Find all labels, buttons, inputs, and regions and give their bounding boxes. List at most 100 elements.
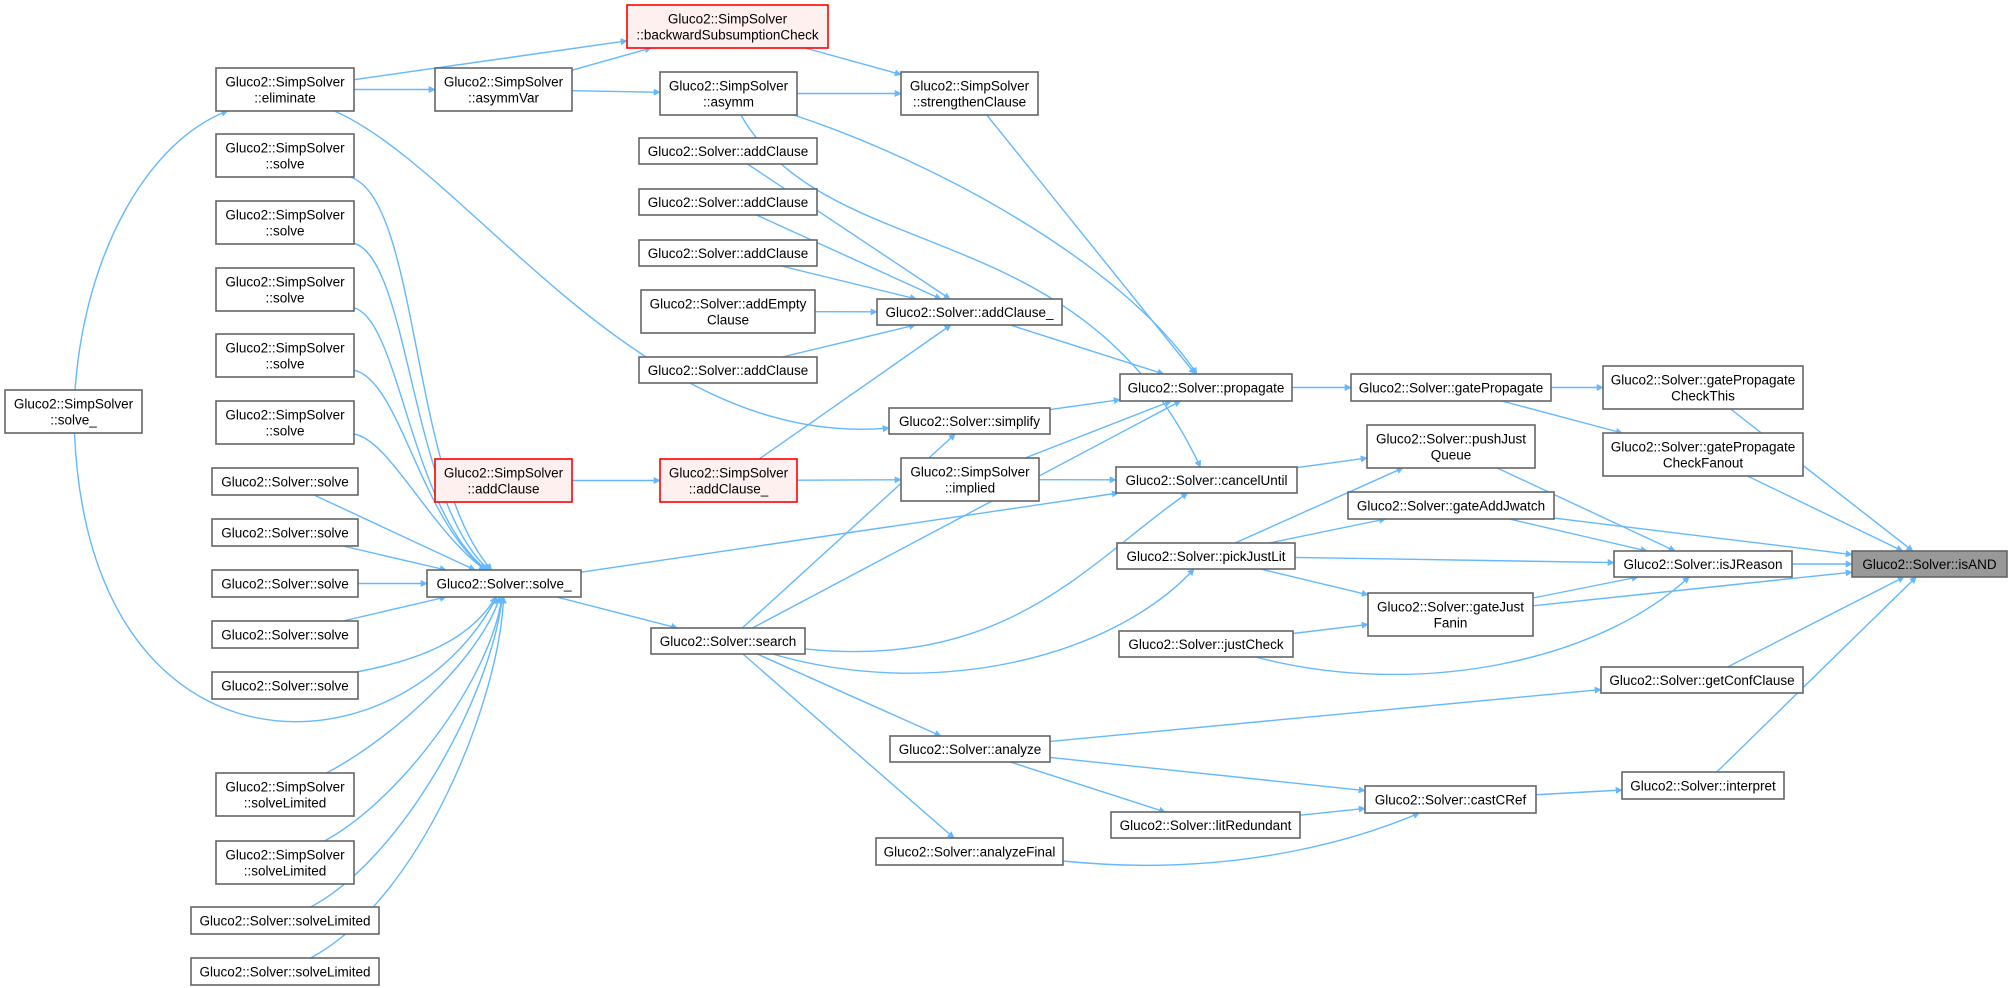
- node-sss1[interactable]: Gluco2::SimpSolver::solve: [215, 133, 355, 178]
- edge-sss2-to-solve_: [353, 242, 490, 571]
- node-search[interactable]: Gluco2::Solver::search: [650, 627, 806, 655]
- node-justCheck[interactable]: Gluco2::Solver::justCheck: [1118, 630, 1294, 658]
- node-ac3[interactable]: Gluco2::Solver::addClause: [638, 239, 818, 267]
- node-pickJustLit[interactable]: Gluco2::Solver::pickJustLit: [1116, 542, 1296, 570]
- node-box: [215, 67, 355, 112]
- node-label: ::backwardSubsumptionCheck: [636, 28, 819, 43]
- edge-asymmVar-to-asymm: [571, 88, 661, 96]
- edge-ac2-to-addClause_: [756, 214, 942, 300]
- node-label: Gluco2::Solver::search: [660, 634, 797, 649]
- node-label: ::solve: [265, 424, 304, 439]
- node-ssl1[interactable]: Gluco2::Solver::solveLimited: [190, 906, 380, 935]
- node-ss2[interactable]: Gluco2::Solver::solve: [211, 518, 359, 547]
- node-isJReason[interactable]: Gluco2::Solver::isJReason: [1613, 550, 1793, 578]
- node-bsc[interactable]: Gluco2::SimpSolver::backwardSubsumptionC…: [626, 4, 829, 49]
- node-ssAddClause_[interactable]: Gluco2::SimpSolver::addClause_: [659, 458, 798, 503]
- node-label: Gluco2::Solver::addClause: [648, 195, 809, 210]
- edge-gateJustFanin-to-isJReason: [1532, 574, 1639, 599]
- node-sssolve_[interactable]: Gluco2::SimpSolver::solve_: [4, 389, 143, 434]
- node-isAND[interactable]: Gluco2::Solver::isAND: [1851, 550, 2008, 578]
- node-simplify[interactable]: Gluco2::Solver::simplify: [888, 407, 1051, 435]
- edge-pickJustLit-to-isJReason: [1294, 556, 1615, 566]
- node-castCRef[interactable]: Gluco2::Solver::castCRef: [1364, 785, 1537, 814]
- node-label: Gluco2::SimpSolver: [225, 780, 345, 795]
- node-sssl2[interactable]: Gluco2::SimpSolver::solveLimited: [215, 840, 355, 885]
- edge-implied-to-propagate: [1024, 400, 1173, 459]
- node-box: [211, 671, 359, 700]
- node-ss3[interactable]: Gluco2::Solver::solve: [211, 569, 359, 598]
- node-label: ::solve: [265, 291, 304, 306]
- node-label: ::implied: [945, 481, 995, 496]
- node-box: [211, 620, 359, 649]
- node-label: ::solve: [265, 357, 304, 372]
- node-label: Gluco2::Solver::addClause: [648, 246, 809, 261]
- edge-sssl1-to-solve_: [326, 596, 502, 774]
- node-ac4[interactable]: Gluco2::Solver::addClause: [638, 356, 818, 384]
- node-gatePropagate[interactable]: Gluco2::Solver::gatePropagate: [1350, 373, 1552, 402]
- node-getConfClause[interactable]: Gluco2::Solver::getConfClause: [1600, 666, 1804, 694]
- node-label: Gluco2::Solver::getConfClause: [1609, 673, 1794, 688]
- node-box: [659, 458, 798, 503]
- node-interpret[interactable]: Gluco2::Solver::interpret: [1621, 771, 1785, 800]
- node-label: Gluco2::Solver::castCRef: [1375, 793, 1527, 808]
- node-addClause_[interactable]: Gluco2::Solver::addClause_: [876, 298, 1063, 326]
- node-box: [888, 407, 1051, 435]
- edge-ac3-to-addClause_: [781, 265, 917, 301]
- node-sss2[interactable]: Gluco2::SimpSolver::solve: [215, 200, 355, 245]
- node-sssl1[interactable]: Gluco2::SimpSolver::solveLimited: [215, 772, 355, 817]
- node-asymmVar[interactable]: Gluco2::SimpSolver::asymmVar: [434, 67, 573, 112]
- node-asymm[interactable]: Gluco2::SimpSolver::asymm: [659, 71, 798, 116]
- node-elim[interactable]: Gluco2::SimpSolver::eliminate: [215, 67, 355, 112]
- edge-pickJustLit-to-gateAddJwatch: [1268, 516, 1387, 544]
- node-box: [1115, 466, 1298, 494]
- edge-castCRef-to-interpret: [1535, 786, 1623, 796]
- node-label: Gluco2::Solver::analyzeFinal: [884, 845, 1056, 860]
- node-box: [876, 298, 1063, 326]
- node-box: [426, 569, 582, 598]
- node-label: Gluco2::Solver::solve: [221, 628, 349, 643]
- edge-analyze-to-castCRef: [1049, 756, 1366, 794]
- node-ssAddClause[interactable]: Gluco2::SimpSolver::addClause: [434, 458, 573, 503]
- node-cancelUntil[interactable]: Gluco2::Solver::cancelUntil: [1115, 466, 1298, 494]
- node-implied[interactable]: Gluco2::SimpSolver::implied: [900, 457, 1040, 502]
- node-ss1[interactable]: Gluco2::Solver::solve: [211, 467, 359, 496]
- node-box: [1366, 424, 1536, 469]
- node-solve_[interactable]: Gluco2::Solver::solve_: [426, 569, 582, 598]
- node-propagate[interactable]: Gluco2::Solver::propagate: [1119, 373, 1293, 402]
- edge-ssAddClause_-to-addClause_: [758, 324, 952, 460]
- edge-search-to-analyze: [756, 653, 942, 737]
- node-gateAddJwatch[interactable]: Gluco2::Solver::gateAddJwatch: [1347, 491, 1555, 520]
- node-ss4[interactable]: Gluco2::Solver::solve: [211, 620, 359, 649]
- node-label: ::solve: [265, 157, 304, 172]
- node-ac2[interactable]: Gluco2::Solver::addClause: [638, 188, 818, 216]
- node-ss5[interactable]: Gluco2::Solver::solve: [211, 671, 359, 700]
- node-ssl2[interactable]: Gluco2::Solver::solveLimited: [190, 957, 380, 986]
- node-label: ::strengthenClause: [913, 95, 1026, 110]
- node-label: Gluco2::Solver::isJReason: [1623, 557, 1782, 572]
- node-label: Gluco2::SimpSolver: [669, 79, 789, 94]
- edge-sss3-to-solve_: [353, 307, 488, 571]
- node-litRedundant[interactable]: Gluco2::Solver::litRedundant: [1110, 811, 1301, 839]
- edge-gateJustFanin-to-isAND: [1532, 569, 1853, 607]
- node-box: [1350, 373, 1552, 402]
- edge-ac1-to-addClause_: [747, 163, 951, 300]
- node-box: [434, 67, 573, 112]
- node-analyze[interactable]: Gluco2::Solver::analyze: [889, 735, 1051, 763]
- node-label: Gluco2::SimpSolver: [444, 466, 564, 481]
- node-label: Gluco2::Solver::solve: [221, 679, 349, 694]
- node-strengthen[interactable]: Gluco2::SimpSolver::strengthenClause: [900, 71, 1039, 116]
- node-box: [215, 200, 355, 245]
- node-sss4[interactable]: Gluco2::SimpSolver::solve: [215, 333, 355, 378]
- node-sss5[interactable]: Gluco2::SimpSolver::solve: [215, 400, 355, 445]
- node-analyzeFinal[interactable]: Gluco2::Solver::analyzeFinal: [875, 837, 1064, 866]
- node-box: [215, 840, 355, 885]
- node-box: [1119, 373, 1293, 402]
- node-ac1[interactable]: Gluco2::Solver::addClause: [638, 137, 818, 165]
- node-label: Gluco2::SimpSolver: [910, 79, 1030, 94]
- node-sss3[interactable]: Gluco2::SimpSolver::solve: [215, 267, 355, 312]
